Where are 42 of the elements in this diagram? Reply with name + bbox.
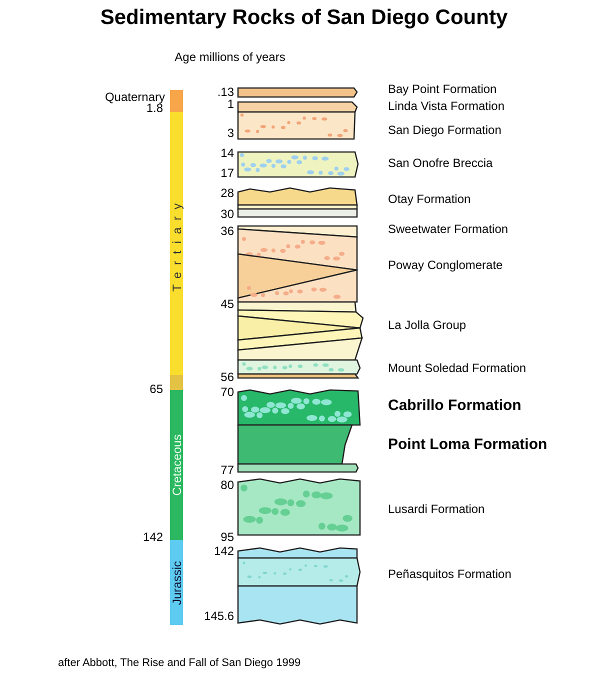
age-value: 28: [220, 187, 234, 199]
formation-name: Poway Conglomerate: [388, 259, 503, 271]
formation-name: Lusardi Formation: [388, 503, 485, 515]
era-label: Jurassic: [170, 560, 182, 604]
age-value: 145.6: [204, 610, 234, 622]
age-value: 45: [220, 298, 234, 310]
era-bar-segment: [170, 540, 183, 625]
title: Sedimentary Rocks of San Diego County: [99, 7, 509, 28]
age-value: .13: [217, 86, 234, 98]
axis-title: Age millions of years: [174, 50, 286, 65]
era-bar-segment: [170, 112, 183, 375]
formation-name: Otay Formation: [388, 193, 471, 205]
age-value: 95: [220, 531, 234, 543]
formation-name: Bay Point Formation: [388, 83, 497, 95]
age-value: 142: [142, 531, 163, 543]
age-value: 1: [227, 98, 234, 110]
formation-name: Point Loma Formation: [388, 437, 548, 452]
era-bar-segment: [170, 390, 183, 540]
caption: after Abbott, The Rise and Fall of San Diego 1999: [58, 658, 301, 669]
era-label: Tertiary: [170, 196, 182, 292]
formation-name: Linda Vista Formation: [388, 100, 505, 112]
age-value: 17: [220, 167, 234, 179]
age-value: 77: [220, 464, 234, 476]
formation-name: San Onofre Breccia: [388, 157, 493, 169]
era-label: Quaternary: [104, 91, 165, 103]
age-value: 3: [227, 127, 234, 139]
formation-name: Sweetwater Formation: [388, 223, 508, 235]
age-value: 36: [220, 225, 234, 237]
age-value: 1.8: [146, 102, 163, 114]
formation-name: La Jolla Group: [388, 319, 466, 331]
age-value: 14: [220, 147, 234, 159]
formation-name: Mount Soledad Formation: [388, 362, 526, 374]
era-label: Cretaceous: [170, 434, 182, 496]
formation-name: Peñasquitos Formation: [388, 568, 512, 580]
age-value: 142: [214, 545, 234, 557]
age-value: 30: [220, 208, 234, 220]
formation-name: San Diego Formation: [388, 124, 502, 136]
age-value: 80: [220, 479, 234, 491]
age-value: 65: [150, 383, 163, 395]
age-value: 70: [220, 386, 234, 398]
formation-name: Cabrillo Formation: [388, 398, 522, 413]
age-value: 56: [220, 371, 234, 383]
